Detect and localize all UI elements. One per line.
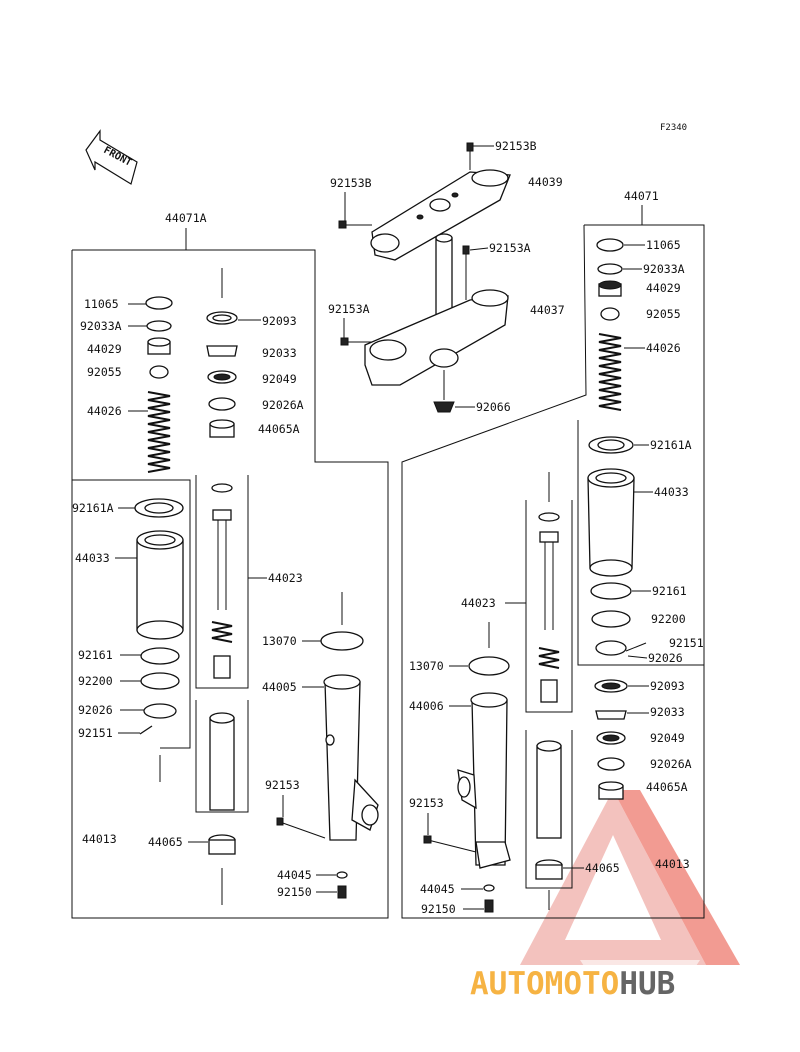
label-L44045: 44045 bbox=[277, 868, 312, 882]
label-R44045: 44045 bbox=[420, 882, 455, 896]
left-assembly-outline bbox=[71, 249, 389, 919]
label-44037: 44037 bbox=[530, 303, 565, 317]
label-R92151: 92151 bbox=[669, 636, 704, 650]
watermark-part2: HUB bbox=[619, 966, 675, 1002]
front-arrow-icon: FRONT bbox=[85, 129, 138, 185]
label-R44029: 44029 bbox=[646, 281, 681, 295]
watermark-part1: AUTOMOTO bbox=[470, 966, 619, 1002]
label-L44033: 44033 bbox=[75, 551, 110, 565]
label-L44013: 44013 bbox=[82, 832, 117, 846]
label-92153B-left: 92153B bbox=[330, 176, 372, 190]
label-L92151: 92151 bbox=[78, 726, 113, 740]
label-92153A-left: 92153A bbox=[328, 302, 370, 316]
label-R44065: 44065 bbox=[585, 861, 620, 875]
label-L44065A: 44065A bbox=[258, 422, 300, 436]
label-R44065A: 44065A bbox=[646, 780, 688, 794]
label-L92055: 92055 bbox=[87, 365, 122, 379]
label-R13070: 13070 bbox=[409, 659, 444, 673]
label-R44013: 44013 bbox=[655, 857, 690, 871]
label-L92026: 92026 bbox=[78, 703, 113, 717]
watermark-logo bbox=[520, 790, 740, 975]
upper-bracket-44039 bbox=[338, 142, 511, 261]
label-L92161: 92161 bbox=[78, 648, 113, 662]
right-outer-tube-44006 bbox=[423, 622, 511, 913]
label-L44026: 44026 bbox=[87, 404, 122, 418]
label-L92200: 92200 bbox=[78, 674, 113, 688]
label-L92033A: 92033A bbox=[80, 319, 122, 333]
assembly-label-44071: 44071 bbox=[624, 189, 659, 203]
label-L92049: 92049 bbox=[262, 372, 297, 386]
label-R92161: 92161 bbox=[652, 584, 687, 598]
label-92153A-top: 92153A bbox=[489, 241, 531, 255]
label-L92153: 92153 bbox=[265, 778, 300, 792]
label-R92026A: 92026A bbox=[650, 757, 692, 771]
right-spring-stack bbox=[587, 238, 647, 656]
assembly-label-44071A: 44071A bbox=[165, 211, 207, 225]
label-L13070: 13070 bbox=[262, 634, 297, 648]
label-R92150: 92150 bbox=[421, 902, 456, 916]
lower-bracket-44037 bbox=[340, 233, 509, 413]
label-L44005: 44005 bbox=[262, 680, 297, 694]
label-44039: 44039 bbox=[528, 175, 563, 189]
label-R44023: 44023 bbox=[461, 596, 496, 610]
label-L92026A: 92026A bbox=[262, 398, 304, 412]
label-L11065: 11065 bbox=[84, 297, 119, 311]
label-R92200: 92200 bbox=[651, 612, 686, 626]
right-damper-column bbox=[535, 472, 628, 910]
label-R92049: 92049 bbox=[650, 731, 685, 745]
watermark-text-main: AUTOMOTOHUB bbox=[470, 966, 675, 1002]
label-R92093: 92093 bbox=[650, 679, 685, 693]
left-damper-column bbox=[206, 268, 238, 905]
label-92066: 92066 bbox=[476, 400, 511, 414]
figure-code: F2340 bbox=[660, 123, 687, 133]
label-R92153: 92153 bbox=[409, 796, 444, 810]
label-R11065: 11065 bbox=[646, 238, 681, 252]
label-L44065: 44065 bbox=[148, 835, 183, 849]
label-L44023: 44023 bbox=[268, 571, 303, 585]
label-L92161A: 92161A bbox=[72, 501, 114, 515]
watermark-text: AUTOMOTOHUB bbox=[470, 966, 675, 1002]
label-R92161A: 92161A bbox=[650, 438, 692, 452]
label-R92033: 92033 bbox=[650, 705, 685, 719]
label-L92093: 92093 bbox=[262, 314, 297, 328]
label-R44026: 44026 bbox=[646, 341, 681, 355]
label-R44033: 44033 bbox=[654, 485, 689, 499]
label-92153B-top: 92153B bbox=[495, 139, 537, 153]
label-L44029: 44029 bbox=[87, 342, 122, 356]
label-R92026: 92026 bbox=[648, 651, 683, 665]
label-L92150: 92150 bbox=[277, 885, 312, 899]
label-L92033: 92033 bbox=[262, 346, 297, 360]
label-R92055: 92055 bbox=[646, 307, 681, 321]
left-spring-stack bbox=[134, 296, 184, 782]
label-R92033A: 92033A bbox=[643, 262, 685, 276]
right-assembly-outline bbox=[401, 224, 705, 919]
label-R44006: 44006 bbox=[409, 699, 444, 713]
